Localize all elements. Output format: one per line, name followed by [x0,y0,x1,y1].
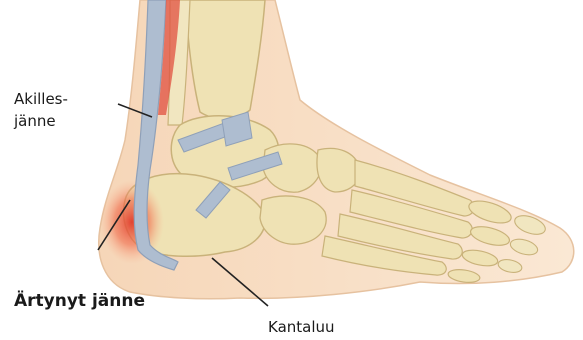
achilles-label-line1: Akilles- [14,88,68,110]
achilles-label-line2: jänne [14,110,68,132]
heel-bone-label: Kantaluu [268,318,335,336]
irritated-tendon-label: Ärtynyt jänne [14,291,145,311]
achilles-tendon-label: Akilles- jänne [14,88,68,132]
